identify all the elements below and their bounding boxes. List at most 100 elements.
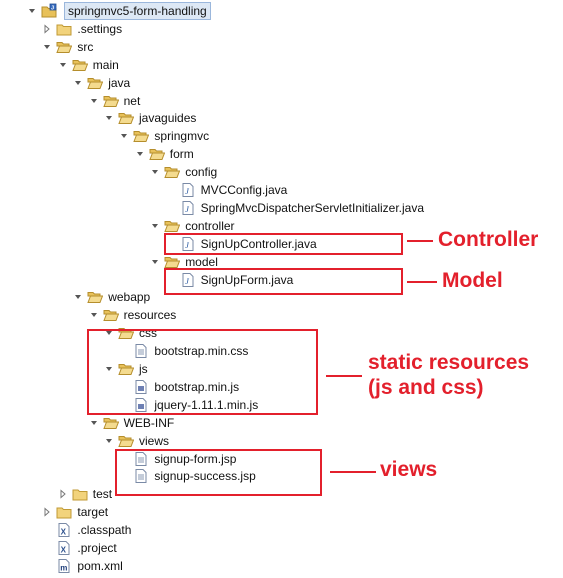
twisty-expanded-icon[interactable] — [149, 220, 161, 232]
folder-open-icon — [87, 289, 104, 305]
tree-item[interactable]: src — [41, 38, 93, 56]
tree-item[interactable]: J SpringMvcDispatcherServletInitializer.j… — [165, 199, 424, 217]
twisty-spacer — [41, 560, 53, 572]
java-file-icon: J — [180, 272, 196, 288]
text-file-icon — [133, 343, 149, 359]
folder-open-icon — [102, 307, 119, 323]
tree-item[interactable]: signup-form.jsp — [118, 450, 236, 468]
twisty-expanded-icon[interactable] — [88, 417, 100, 429]
text-file-icon — [133, 468, 149, 484]
tree-item-label: src — [77, 39, 94, 54]
tree-item-label: signup-form.jsp — [154, 451, 237, 466]
twisty-expanded-icon[interactable] — [72, 291, 84, 303]
folder-open-icon — [164, 164, 181, 180]
model-annotation: Model — [442, 269, 503, 292]
folder-open-icon — [72, 57, 88, 73]
twisty-spacer — [165, 184, 177, 196]
js-file-icon — [133, 397, 149, 413]
tree-item-label: main — [92, 57, 119, 72]
twisty-collapsed-icon[interactable] — [41, 506, 53, 518]
tree-item[interactable]: X.project — [41, 539, 117, 557]
tree-item-label: net — [123, 93, 141, 108]
tree-item-label: .project — [77, 541, 117, 555]
tree-item-label: SignUpForm.java — [200, 272, 294, 287]
twisty-expanded-icon[interactable] — [72, 77, 84, 89]
twisty-expanded-icon[interactable] — [103, 112, 115, 124]
tree-item[interactable]: target — [41, 503, 108, 521]
twisty-collapsed-icon[interactable] — [57, 488, 69, 500]
svg-text:J: J — [185, 205, 189, 214]
tree-item[interactable]: test — [57, 485, 112, 503]
tree-item[interactable]: js — [103, 360, 148, 378]
tree-item[interactable]: signup-success.jsp — [118, 467, 256, 485]
js-file-icon — [133, 379, 149, 395]
tree-item[interactable]: main — [57, 56, 119, 74]
folder-open-icon — [149, 146, 165, 162]
tree-item-label: target — [77, 505, 109, 520]
tree-item[interactable]: resources — [88, 306, 176, 324]
project-icon: J — [41, 3, 57, 19]
twisty-expanded-icon[interactable] — [103, 363, 115, 375]
tree-item[interactable]: config — [149, 163, 217, 181]
tree-item[interactable]: views — [103, 432, 169, 450]
svg-text:J: J — [185, 277, 189, 286]
folder-open-icon — [118, 361, 134, 377]
tree-item-label: .classpath — [77, 523, 132, 538]
tree-item-label: model — [185, 254, 218, 269]
twisty-spacer — [165, 202, 177, 214]
twisty-expanded-icon[interactable] — [26, 5, 38, 17]
tree-item[interactable]: form — [134, 145, 194, 163]
twisty-expanded-icon[interactable] — [57, 59, 69, 71]
tree-item[interactable]: bootstrap.min.css — [118, 342, 248, 360]
tree-item[interactable]: X .classpath — [41, 521, 131, 539]
svg-text:X: X — [61, 528, 67, 537]
twisty-expanded-icon[interactable] — [149, 166, 161, 178]
views-annotation: views — [380, 458, 438, 481]
twisty-expanded-icon[interactable] — [88, 309, 100, 321]
folder-icon — [56, 21, 72, 37]
tree-item[interactable]: webapp — [72, 288, 150, 306]
folder-open-icon — [164, 218, 181, 234]
tree-item[interactable]: J SignUpForm.java — [165, 271, 294, 289]
twisty-collapsed-icon[interactable] — [41, 23, 53, 35]
tree-item[interactable]: javaguides — [103, 109, 196, 127]
tree-item[interactable]: java — [72, 74, 130, 92]
tree-item-label: springmvc5-form-handling — [64, 2, 211, 20]
static-resources-annotation: static resources (js and css) — [368, 350, 529, 400]
controller-annotation: Controller — [438, 228, 539, 251]
folder-open-icon — [87, 75, 104, 91]
static-resources-annotation-line2: (js and css) — [368, 376, 484, 400]
tree-item-label: webapp — [108, 290, 151, 305]
twisty-expanded-icon[interactable] — [41, 41, 53, 53]
tree-item-label: bootstrap.min.js — [154, 379, 240, 394]
twisty-expanded-icon[interactable] — [88, 95, 100, 107]
tree-item[interactable]: WEB-INF — [88, 414, 174, 432]
tree-item[interactable]: .settings — [41, 20, 122, 38]
folder-open-icon — [102, 415, 119, 431]
tree-item[interactable]: jquery-1.11.1.min.js — [118, 396, 258, 414]
twisty-expanded-icon[interactable] — [149, 256, 161, 268]
svg-text:J: J — [185, 187, 189, 196]
folder-open-icon — [102, 93, 119, 109]
tree-item-label: springmvc — [154, 129, 210, 144]
twisty-expanded-icon[interactable] — [103, 435, 115, 447]
twisty-expanded-icon[interactable] — [134, 148, 146, 160]
java-file-icon: J — [180, 182, 196, 198]
tree-item-label: SpringMvcDispatcherServletInitializer.ja… — [200, 200, 425, 215]
static-resources-annotation-line1: static resources — [368, 351, 530, 374]
twisty-expanded-icon[interactable] — [118, 130, 130, 142]
tree-item[interactable]: bootstrap.min.js — [118, 378, 239, 396]
java-file-icon: J — [180, 200, 196, 216]
folder-open-icon — [56, 39, 73, 55]
tree-item[interactable]: model — [149, 253, 218, 271]
tree-item[interactable]: springmvc — [118, 127, 209, 145]
twisty-expanded-icon[interactable] — [103, 327, 115, 339]
tree-item[interactable]: controller — [149, 217, 235, 235]
tree-item[interactable]: net — [88, 92, 141, 110]
svg-text:J: J — [185, 241, 189, 250]
controller-connector-line — [407, 240, 433, 242]
